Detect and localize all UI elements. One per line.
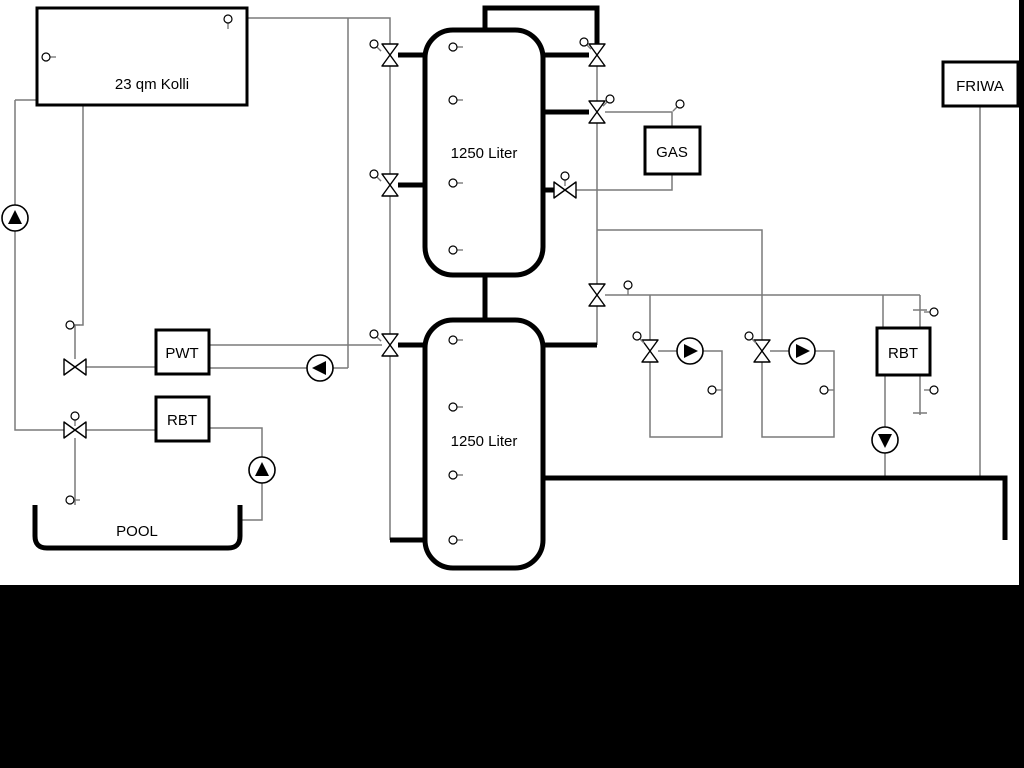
pipes-thick (390, 5, 1008, 543)
pool-basin: POOL (32, 505, 243, 551)
pwt-label: PWT (165, 345, 198, 362)
bottom-black-mask (0, 585, 1024, 768)
rbt-right-box: RBT (875, 326, 932, 377)
rbt-right-label: RBT (888, 345, 918, 362)
pool-label: POOL (116, 523, 158, 540)
buffer-tank-bottom-label: 1250 Liter (451, 433, 518, 450)
right-edge-black-mask (1019, 0, 1024, 585)
rbt-left-box: RBT (154, 395, 211, 443)
heating-circuit-1-pump-icon (676, 337, 704, 365)
buffer-tank-top-label: 1250 Liter (451, 145, 518, 162)
solar-collector-box: 23 qm Kolli (35, 6, 249, 107)
buffer-tank-top: 1250 Liter (422, 27, 546, 278)
heating-circuit-2-pump-icon (788, 337, 816, 365)
gas-boiler-box: GAS (643, 125, 702, 176)
gas-boiler-label: GAS (656, 144, 688, 161)
rbt-left-label: RBT (167, 412, 197, 429)
friwa-box: FRIWA (941, 60, 1020, 108)
pwt-box: PWT (154, 328, 211, 376)
buffer-tank-bottom: 1250 Liter (422, 317, 546, 571)
friwa-label: FRIWA (956, 78, 1004, 95)
solar-collector-label: 23 qm Kolli (115, 76, 189, 93)
loading-pump-icon (306, 354, 334, 382)
pool-pump-icon (248, 456, 276, 484)
return-pump-icon (871, 426, 899, 454)
solar-pump-icon (1, 204, 29, 232)
